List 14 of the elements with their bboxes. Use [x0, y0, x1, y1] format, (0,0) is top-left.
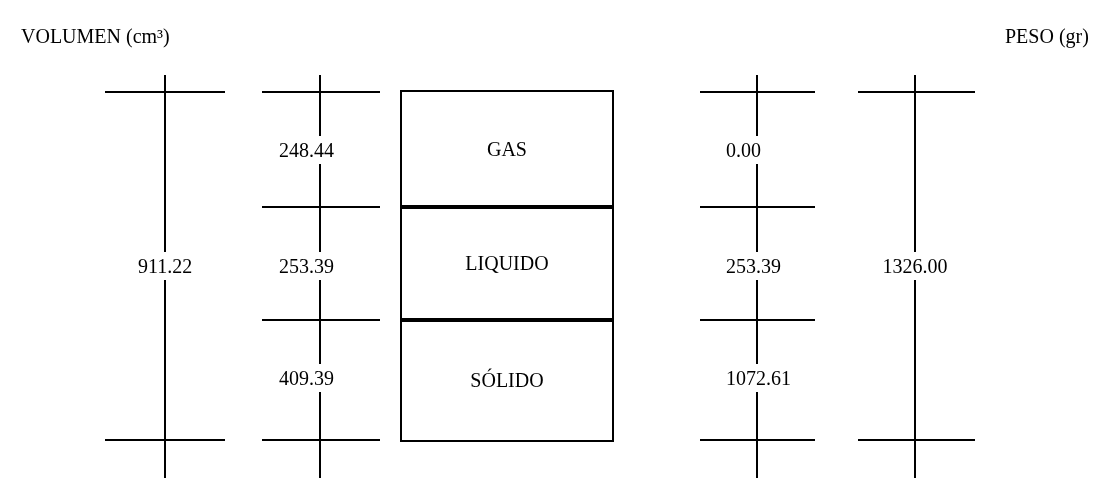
dimension-value: 248.44 — [278, 136, 335, 164]
dimension-value: 1072.61 — [725, 364, 792, 392]
dimension-value: 409.39 — [278, 364, 335, 392]
dimension-value: 1326.00 — [881, 252, 949, 280]
phase-name: GAS — [487, 138, 527, 161]
dimension-value: 0.00 — [725, 136, 762, 164]
phase-name: LIQUIDO — [465, 252, 549, 275]
phase-box — [400, 318, 614, 442]
dimension-value: 911.22 — [137, 252, 194, 280]
phase-box — [400, 90, 614, 209]
dimension-value: 253.39 — [725, 252, 782, 280]
dimension-value: 253.39 — [278, 252, 335, 280]
phase-name: SÓLIDO — [470, 368, 544, 392]
phase-box — [400, 205, 614, 322]
